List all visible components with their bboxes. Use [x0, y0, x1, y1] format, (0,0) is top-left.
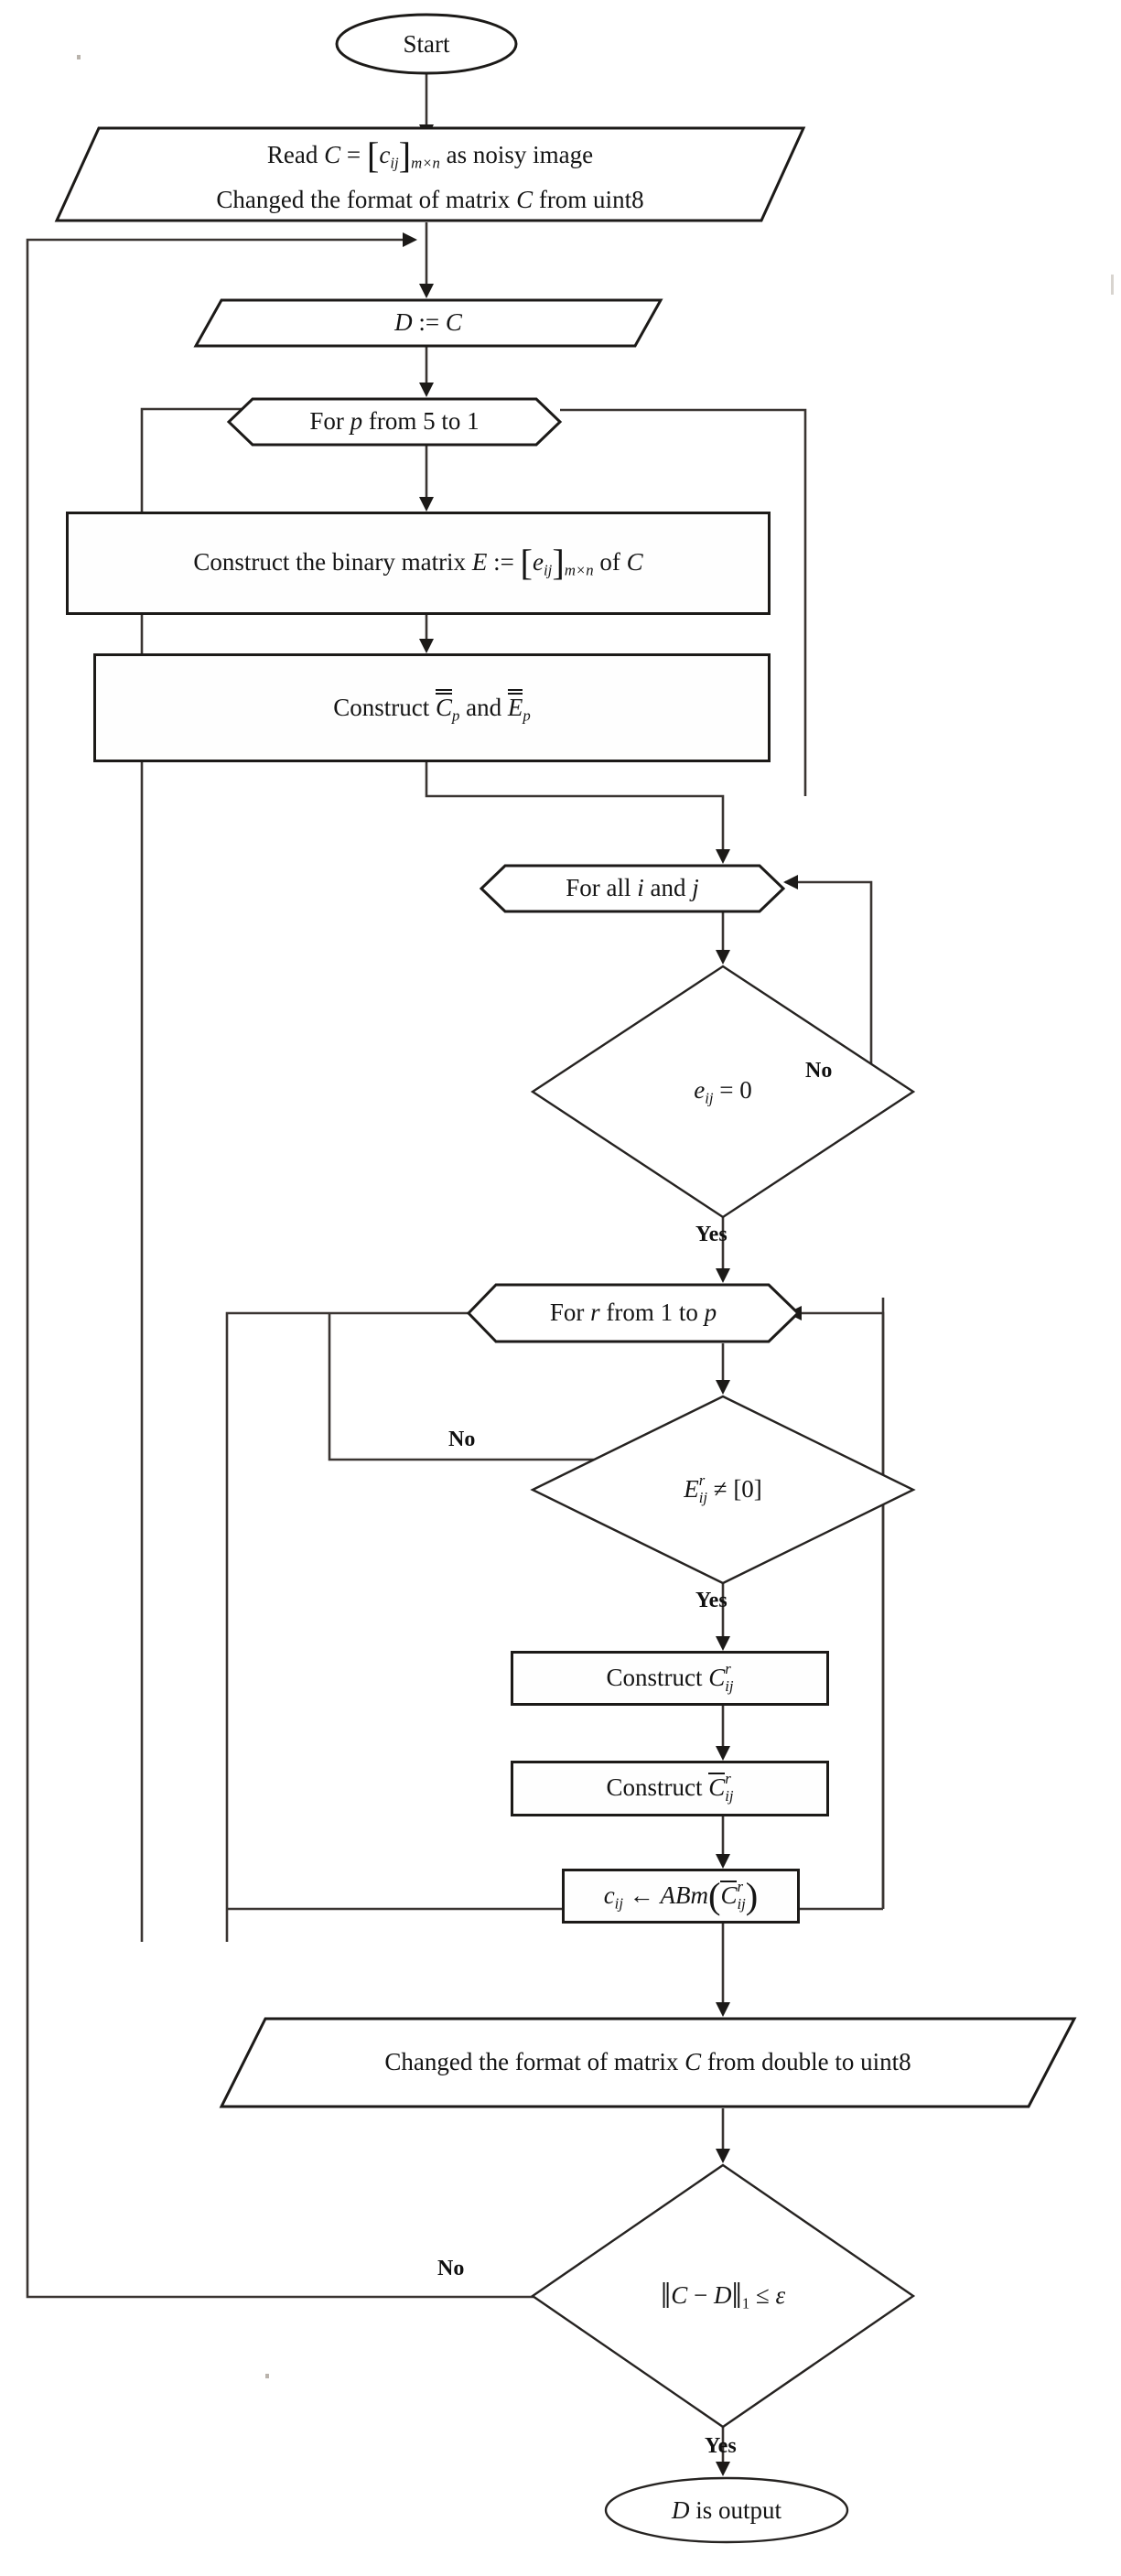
- assign-d-parallelogram: [193, 298, 663, 348]
- eij-r-yes-label: Yes: [695, 1589, 728, 1612]
- eij-yes-label: Yes: [695, 1223, 728, 1246]
- scan-speck: [77, 55, 81, 59]
- check-norm-diamond: [530, 2163, 916, 2429]
- for-p-hexagon: [226, 397, 563, 447]
- construct-cp-ep-label: Construct Cp and Ep: [333, 689, 531, 726]
- read-input-parallelogram: [54, 126, 806, 222]
- scan-speck: [1111, 275, 1114, 295]
- check-eij-r-diamond: [530, 1395, 916, 1585]
- construct-cp-ep-box: Construct Cp and Ep: [93, 653, 771, 762]
- construct-binary-matrix-label: Construct the binary matrix E := [eij]m×…: [193, 542, 643, 584]
- for-all-ij-hexagon: [479, 864, 786, 913]
- check-eij-diamond: [530, 965, 916, 1219]
- start-terminator: [335, 13, 518, 75]
- for-r-hexagon: [466, 1283, 801, 1343]
- norm-yes-label: Yes: [705, 2434, 737, 2458]
- eij-no-label: No: [805, 1059, 833, 1083]
- output-terminator: [604, 2476, 849, 2544]
- eij-r-no-label: No: [448, 1428, 476, 1451]
- norm-no-label: No: [437, 2257, 465, 2280]
- scan-speck: [265, 2374, 269, 2378]
- construct-binary-matrix-box: Construct the binary matrix E := [eij]m×…: [66, 512, 771, 615]
- changed-format-parallelogram: [219, 2017, 1077, 2108]
